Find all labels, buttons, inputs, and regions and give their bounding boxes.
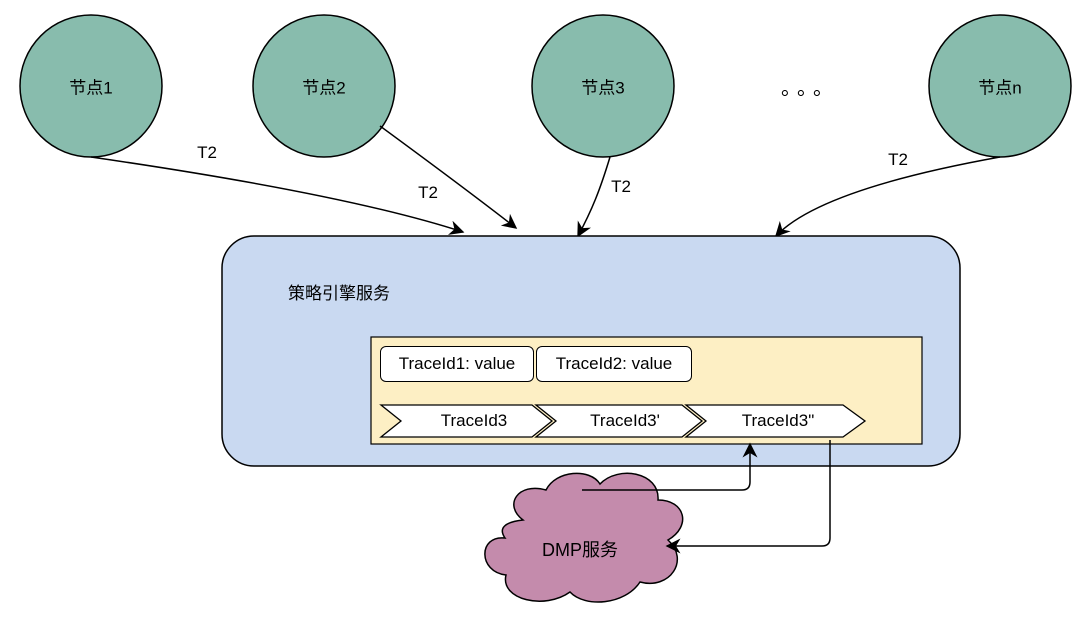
node-label-n: 节点n — [978, 78, 1022, 98]
chain-label-2: TraceId3' — [590, 411, 660, 430]
edge-node3-service — [577, 156, 611, 238]
edge-label-2: T2 — [418, 183, 438, 202]
edge-label-1: T2 — [197, 143, 217, 162]
dmp-label: DMP服务 — [542, 540, 618, 560]
node-label-1: 节点1 — [69, 78, 113, 98]
kv-item-2[interactable]: TraceId2: value — [536, 346, 692, 382]
node-label-3: 节点3 — [581, 78, 625, 98]
edge-dmp-to-trace — [582, 442, 758, 491]
chain-label-3: TraceId3" — [741, 411, 815, 430]
chain-step-3[interactable] — [684, 404, 867, 438]
edge-label-n: T2 — [888, 150, 908, 169]
edge-noden-service — [774, 156, 1001, 238]
node-circle-3[interactable] — [531, 14, 675, 158]
edge-trace-to-dmp — [665, 440, 831, 554]
chain-step-2[interactable] — [534, 404, 704, 438]
dmp-cloud[interactable] — [484, 472, 684, 603]
chain-label-1: TraceId3 — [440, 411, 508, 430]
chain-step-1[interactable] — [379, 404, 554, 438]
edge-node1-service — [90, 156, 465, 235]
edge-node2-service — [379, 125, 518, 229]
service-title: 策略引擎服务 — [288, 284, 390, 303]
edge-label-3: T2 — [611, 177, 631, 196]
kv-item-1[interactable]: TraceId1: value — [380, 346, 534, 382]
node-circle-2[interactable] — [252, 14, 396, 158]
ellipsis-text: 。。。 — [781, 77, 839, 100]
node-label-2: 节点2 — [302, 78, 346, 98]
